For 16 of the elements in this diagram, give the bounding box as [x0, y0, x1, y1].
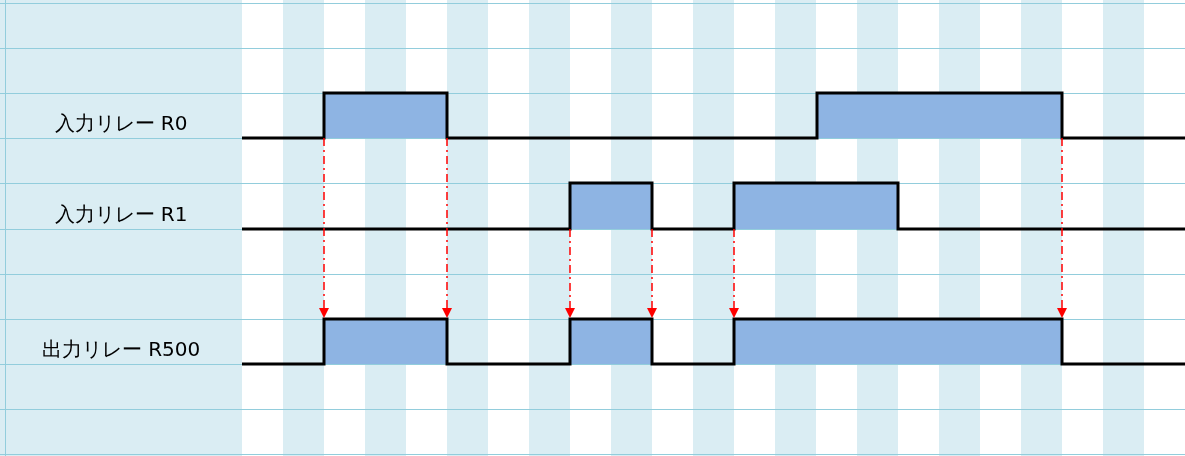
signal-name: 入力リレー R1	[53, 202, 189, 226]
signal-name: 入力リレー R0	[53, 111, 189, 135]
arrow	[442, 137, 452, 319]
signal-high-pulse	[324, 319, 447, 364]
signal-name: 出力リレー R500	[40, 337, 202, 361]
signal-high-pulse	[570, 319, 652, 364]
arrow	[1057, 137, 1067, 319]
signal-high-pulse	[817, 93, 1062, 138]
arrow	[647, 228, 657, 319]
signal-high-pulse	[570, 183, 652, 229]
signal-high-pulse	[324, 93, 447, 138]
arrow	[565, 228, 575, 319]
signal-high-pulse	[734, 319, 1062, 364]
arrow	[319, 137, 329, 319]
signal-high-pulse	[734, 183, 898, 229]
arrow	[729, 228, 739, 319]
